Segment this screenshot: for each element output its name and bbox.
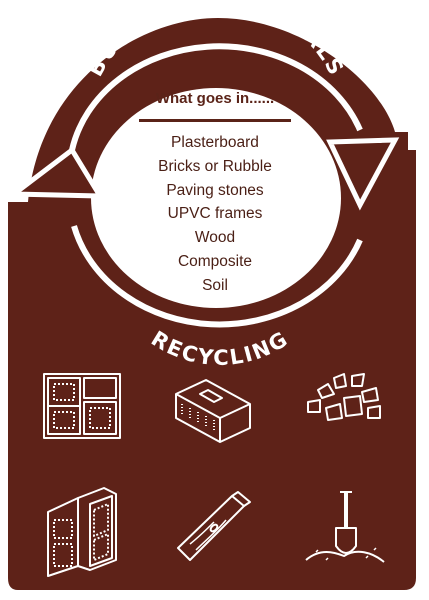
- arrow-ring-bottom: [71, 225, 363, 328]
- heading-divider: [139, 119, 291, 122]
- inner-disc: [91, 88, 341, 308]
- list-item: Plasterboard: [171, 134, 259, 151]
- accepted-materials-panel: What goes in...... Plasterboard Bricks o…: [130, 88, 300, 298]
- list-item: Composite: [177, 252, 253, 270]
- wood-plank-icon: [177, 491, 251, 561]
- spade-soil-icon: [305, 491, 385, 563]
- list-item: Wood: [194, 229, 236, 247]
- arrow-head-right: [326, 137, 400, 211]
- doors-icon: [47, 487, 117, 577]
- arrow-ring-top: [69, 43, 363, 151]
- arrow-head-left: [6, 146, 105, 199]
- list-item: Soil: [202, 276, 228, 294]
- window-frames-icon: [43, 373, 121, 439]
- list-item: Paving stones: [166, 181, 264, 199]
- list-item: Bricks or Rubble: [158, 157, 272, 175]
- brick-icon: [175, 379, 251, 443]
- rubble-icon: [307, 373, 381, 421]
- list-heading: What goes in......: [155, 90, 275, 107]
- list-item: UPVC frames: [167, 205, 263, 223]
